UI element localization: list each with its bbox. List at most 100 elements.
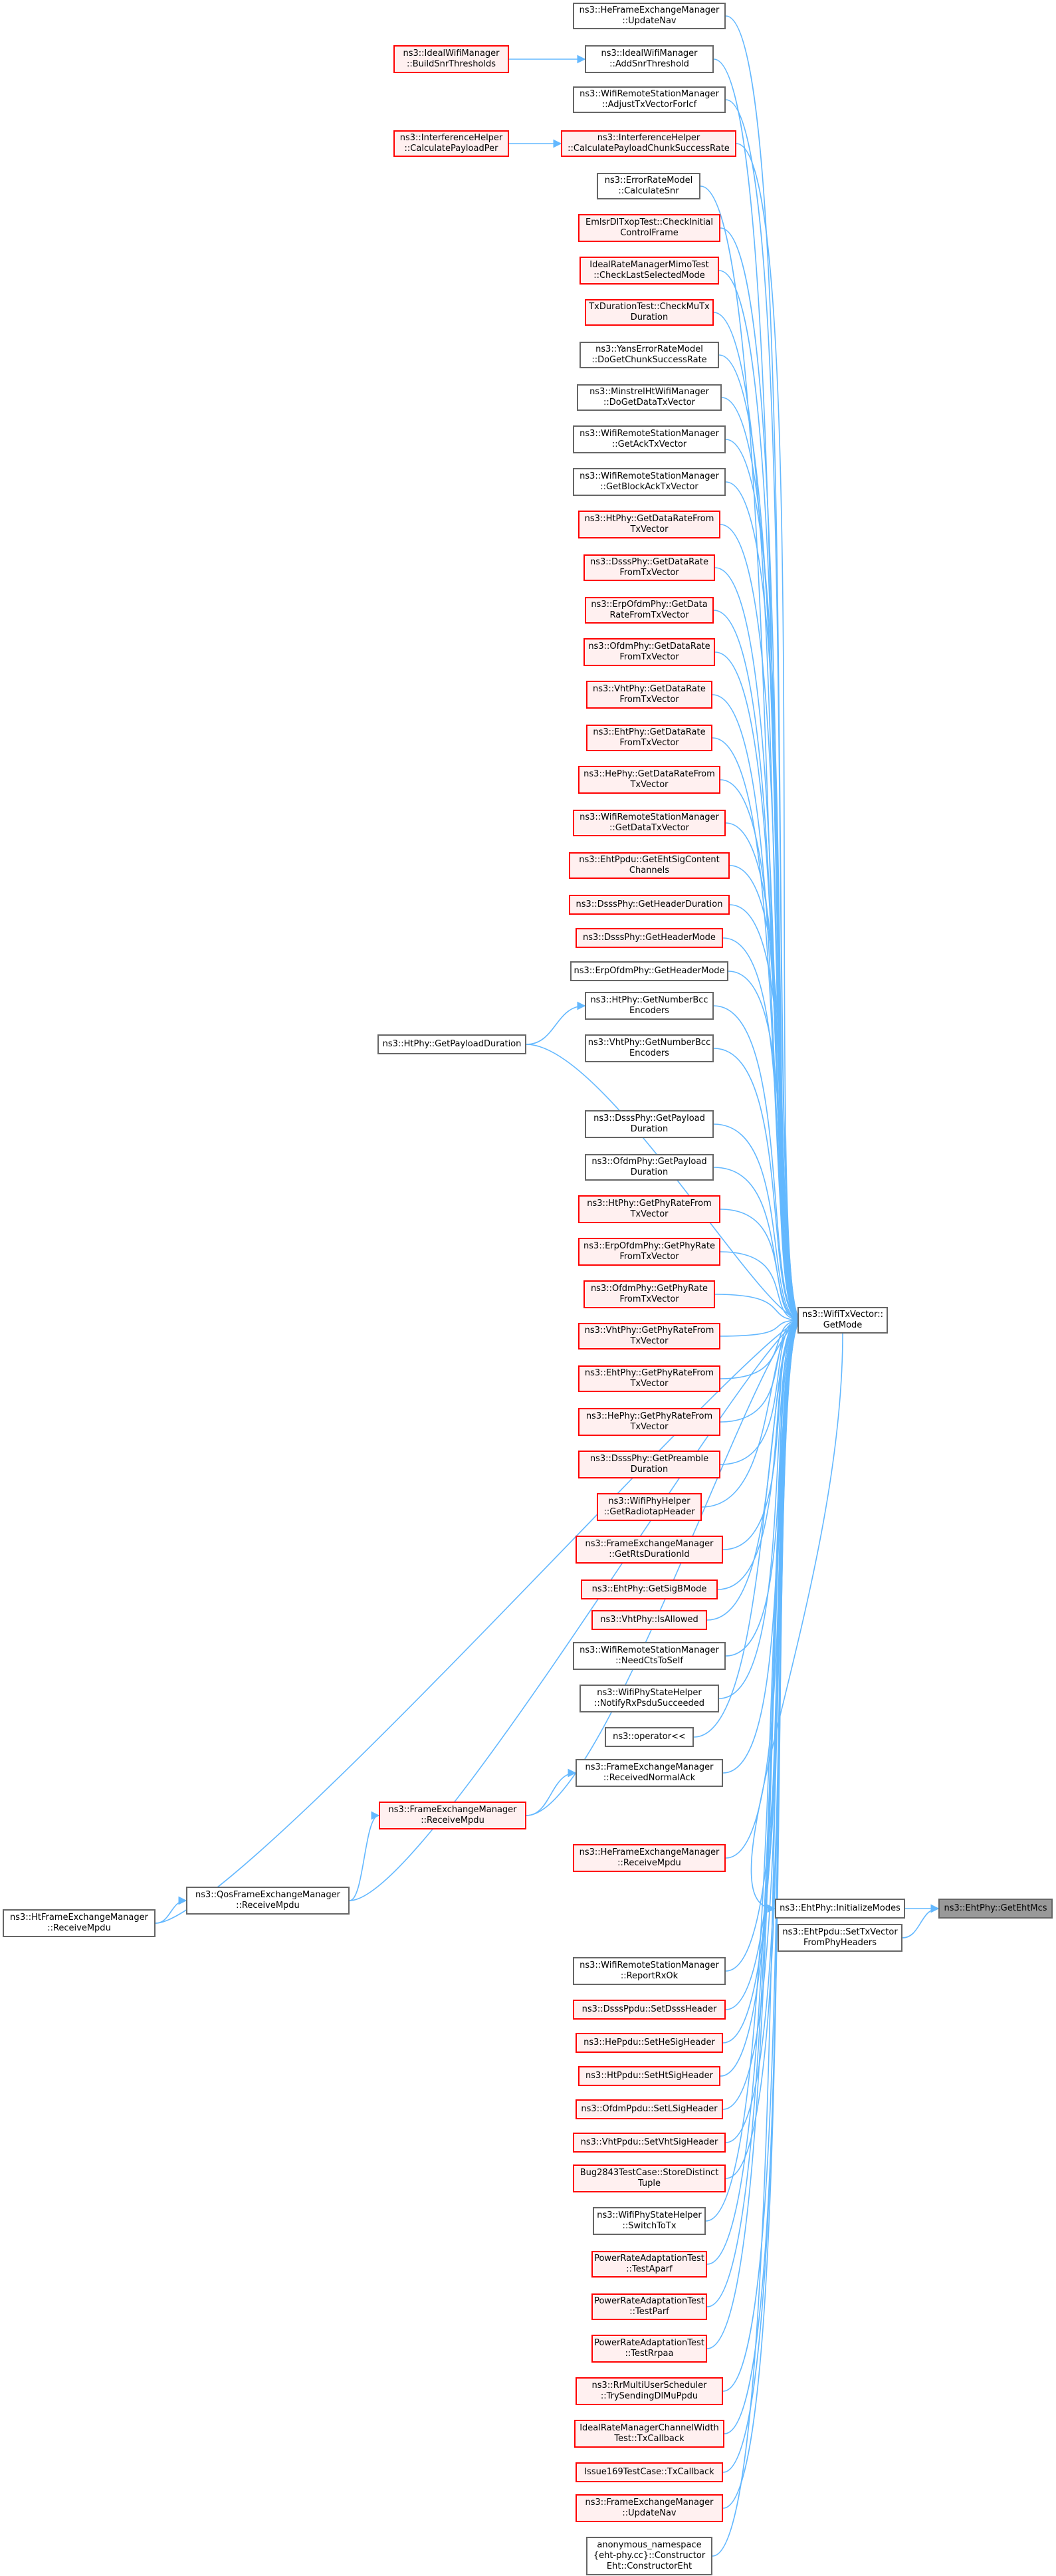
function-node[interactable]: ns3::HtFrameExchangeManager ::ReceiveMpd… — [3, 1909, 156, 1937]
function-node[interactable]: PowerRateAdaptationTest ::TestRrpaa — [591, 2335, 707, 2363]
call-edge — [349, 1811, 380, 1901]
function-node[interactable]: ns3::HePhy::GetDataRateFrom TxVector — [578, 766, 720, 794]
call-edge — [728, 971, 803, 1325]
function-node[interactable]: IdealRateManagerMimoTest ::CheckLastSele… — [580, 257, 719, 285]
function-node[interactable]: ns3::VhtPhy::IsAllowed — [591, 1610, 707, 1630]
function-node[interactable]: ns3::VhtPhy::GetPhyRateFrom TxVector — [578, 1323, 720, 1349]
call-edge — [720, 524, 803, 1325]
call-edge — [714, 567, 803, 1325]
function-node[interactable]: ns3::WifiRemoteStationManager ::GetBlock… — [573, 468, 726, 496]
call-edge — [725, 1316, 803, 2143]
call-edge — [725, 1316, 803, 1859]
function-node[interactable]: ns3::HeFrameExchangeManager ::UpdateNav — [573, 3, 726, 29]
call-edge — [722, 1316, 803, 1774]
function-node[interactable]: ns3::OfdmPpdu::SetLSigHeader — [576, 2099, 723, 2119]
function-node[interactable]: ns3::MinstrelHtWifiManager ::DoGetDataTx… — [577, 384, 722, 411]
function-node[interactable]: ns3::ErpOfdmPhy::GetHeaderMode — [570, 961, 728, 981]
function-node[interactable]: ns3::HePhy::GetPhyRateFrom TxVector — [578, 1408, 720, 1436]
function-node[interactable]: ns3::RrMultiUserScheduler ::TrySendingDl… — [576, 2377, 723, 2405]
function-node[interactable]: PowerRateAdaptationTest ::TestAparf — [591, 2251, 707, 2278]
function-node[interactable]: ns3::OfdmPhy::GetPhyRate FromTxVector — [583, 1280, 715, 1308]
call-edge — [349, 1316, 803, 1901]
function-node[interactable]: EmlsrDlTxopTest::CheckInitial ControlFra… — [578, 214, 720, 242]
function-node[interactable]: Bug2843TestCase::StoreDistinct Tuple — [573, 2165, 726, 2192]
function-node[interactable]: IdealRateManagerChannelWidth Test::TxCal… — [574, 2420, 724, 2448]
function-node[interactable]: anonymous_namespace {eht-phy.cc}::Constr… — [586, 2537, 712, 2575]
function-node[interactable]: ns3::DsssPpdu::SetDsssHeader — [573, 2000, 726, 2020]
function-node[interactable]: ns3::VhtPpdu::SetVhtSigHeader — [573, 2133, 726, 2153]
function-node[interactable]: ns3::FrameExchangeManager ::ReceivedNorm… — [576, 1759, 723, 1787]
function-node[interactable]: ns3::WifiRemoteStationManager ::GetAckTx… — [573, 425, 726, 453]
function-node[interactable]: ns3::HtPhy::GetPayloadDuration — [377, 1034, 526, 1054]
function-node[interactable]: ns3::EhtPpdu::GetEhtSigContent Channels — [569, 852, 730, 879]
function-node[interactable]: ns3::EhtPhy::GetPhyRateFrom TxVector — [578, 1365, 720, 1392]
call-edge — [720, 1316, 803, 2077]
call-edge — [720, 779, 803, 1325]
function-node[interactable]: ns3::WifiRemoteStationManager ::AdjustTx… — [573, 86, 726, 113]
function-node[interactable]: ns3::DsssPhy::GetHeaderMode — [576, 928, 723, 948]
function-node[interactable]: ns3::EhtPhy::GetSigBMode — [581, 1580, 718, 1599]
call-edge — [750, 1333, 843, 1913]
function-node[interactable]: ns3::DsssPhy::GetHeaderDuration — [569, 895, 730, 915]
call-edge — [718, 270, 803, 1325]
call-edge — [526, 1768, 577, 1816]
function-node[interactable]: ns3::WifiPhyStateHelper ::SwitchToTx — [593, 2207, 706, 2235]
function-node[interactable]: ns3::WifiPhyHelper ::GetRadiotapHeader — [597, 1493, 702, 1521]
function-node[interactable]: ns3::EhtPhy::GetDataRate FromTxVector — [586, 725, 712, 751]
function-node[interactable]: ns3::FrameExchangeManager ::ReceiveMpdu — [379, 1802, 526, 1829]
function-node[interactable]: ns3::DsssPhy::GetPreamble Duration — [578, 1451, 720, 1478]
function-node[interactable]: ns3::WifiRemoteStationManager ::ReportRx… — [573, 1957, 726, 1985]
function-node[interactable]: ns3::ErpOfdmPhy::GetData RateFromTxVecto… — [585, 597, 714, 624]
function-node[interactable]: ns3::HtPhy::GetNumberBcc Encoders — [585, 992, 714, 1020]
call-edge — [526, 1044, 803, 1325]
function-node[interactable]: ns3::ErrorRateModel ::CalculateSnr — [597, 173, 700, 199]
function-node[interactable]: ns3::EhtPhy::InitializeModes — [775, 1899, 905, 1919]
function-node[interactable]: ns3::VhtPhy::GetDataRate FromTxVector — [586, 681, 712, 709]
function-node[interactable]: ns3::DsssPhy::GetDataRate FromTxVector — [583, 554, 715, 581]
call-edge — [720, 1316, 803, 1423]
function-node[interactable]: ns3::InterferenceHelper ::CalculatePaylo… — [393, 130, 509, 157]
function-node[interactable]: ns3::YansErrorRateModel ::DoGetChunkSucc… — [580, 342, 719, 368]
call-edge — [720, 1316, 803, 1337]
function-node[interactable]: ns3::WifiPhyStateHelper ::NotifyRxPsduSu… — [580, 1685, 719, 1712]
call-edge — [736, 143, 803, 1325]
function-node[interactable]: ns3::FrameExchangeManager ::UpdateNav — [576, 2494, 723, 2522]
function-node[interactable]: ns3::InterferenceHelper ::CalculatePaylo… — [561, 130, 736, 157]
function-node[interactable]: ns3::HtPhy::GetDataRateFrom TxVector — [578, 511, 720, 538]
call-edge — [526, 1001, 586, 1045]
call-edge — [725, 822, 803, 1325]
call-edge — [725, 99, 803, 1325]
function-node[interactable]: ns3::OfdmPhy::GetPayload Duration — [585, 1154, 714, 1181]
function-node[interactable]: ns3::HePpdu::SetHeSigHeader — [576, 2033, 723, 2053]
function-node[interactable]: Issue169TestCase::TxCallback — [576, 2462, 723, 2482]
call-edge — [724, 1316, 803, 2434]
hub-function-node[interactable]: ns3::WifiTxVector:: GetMode — [797, 1307, 888, 1334]
call-edge — [713, 1123, 803, 1325]
call-edge — [725, 481, 803, 1325]
function-node[interactable]: ns3::DsssPhy::GetPayload Duration — [585, 1110, 714, 1138]
call-edge — [714, 651, 803, 1325]
function-node[interactable]: ns3::EhtPpdu::SetTxVector FromPhyHeaders — [778, 1924, 902, 1952]
call-edge — [713, 1048, 803, 1325]
function-node[interactable]: ns3::OfdmPhy::GetDataRate FromTxVector — [583, 638, 715, 666]
function-node[interactable]: ns3::HtPhy::GetPhyRateFrom TxVector — [578, 1195, 720, 1223]
call-edge — [729, 904, 803, 1325]
function-node[interactable]: ns3::operator<< — [605, 1727, 694, 1747]
function-node[interactable]: ns3::IdealWifiManager ::BuildSnrThreshol… — [393, 45, 509, 73]
call-edge — [713, 1005, 803, 1325]
function-node[interactable]: PowerRateAdaptationTest ::TestParf — [591, 2293, 707, 2320]
function-node[interactable]: ns3::IdealWifiManager ::AddSnrThreshold — [585, 45, 714, 73]
function-node[interactable]: ns3::FrameExchangeManager ::GetRtsDurati… — [576, 1536, 723, 1564]
function-node[interactable]: TxDurationTest::CheckMuTx Duration — [585, 299, 714, 326]
function-node[interactable]: ns3::HtPpdu::SetHtSigHeader — [578, 2066, 720, 2086]
call-edge — [902, 1904, 940, 1938]
function-node[interactable]: ns3::VhtPhy::GetNumberBcc Encoders — [585, 1034, 714, 1062]
function-node[interactable]: ns3::HeFrameExchangeManager ::ReceiveMpd… — [573, 1844, 726, 1872]
root-function-node[interactable]: ns3::EhtPhy::GetEhtMcs — [938, 1899, 1053, 1919]
function-node[interactable]: ns3::WifiRemoteStationManager ::NeedCtsT… — [573, 1642, 726, 1670]
function-node[interactable]: ns3::ErpOfdmPhy::GetPhyRate FromTxVector — [578, 1238, 720, 1266]
function-node[interactable]: ns3::QosFrameExchangeManager ::ReceiveMp… — [186, 1887, 350, 1915]
call-edge — [155, 1896, 187, 1924]
function-node[interactable]: ns3::WifiRemoteStationManager ::GetDataT… — [573, 810, 726, 836]
